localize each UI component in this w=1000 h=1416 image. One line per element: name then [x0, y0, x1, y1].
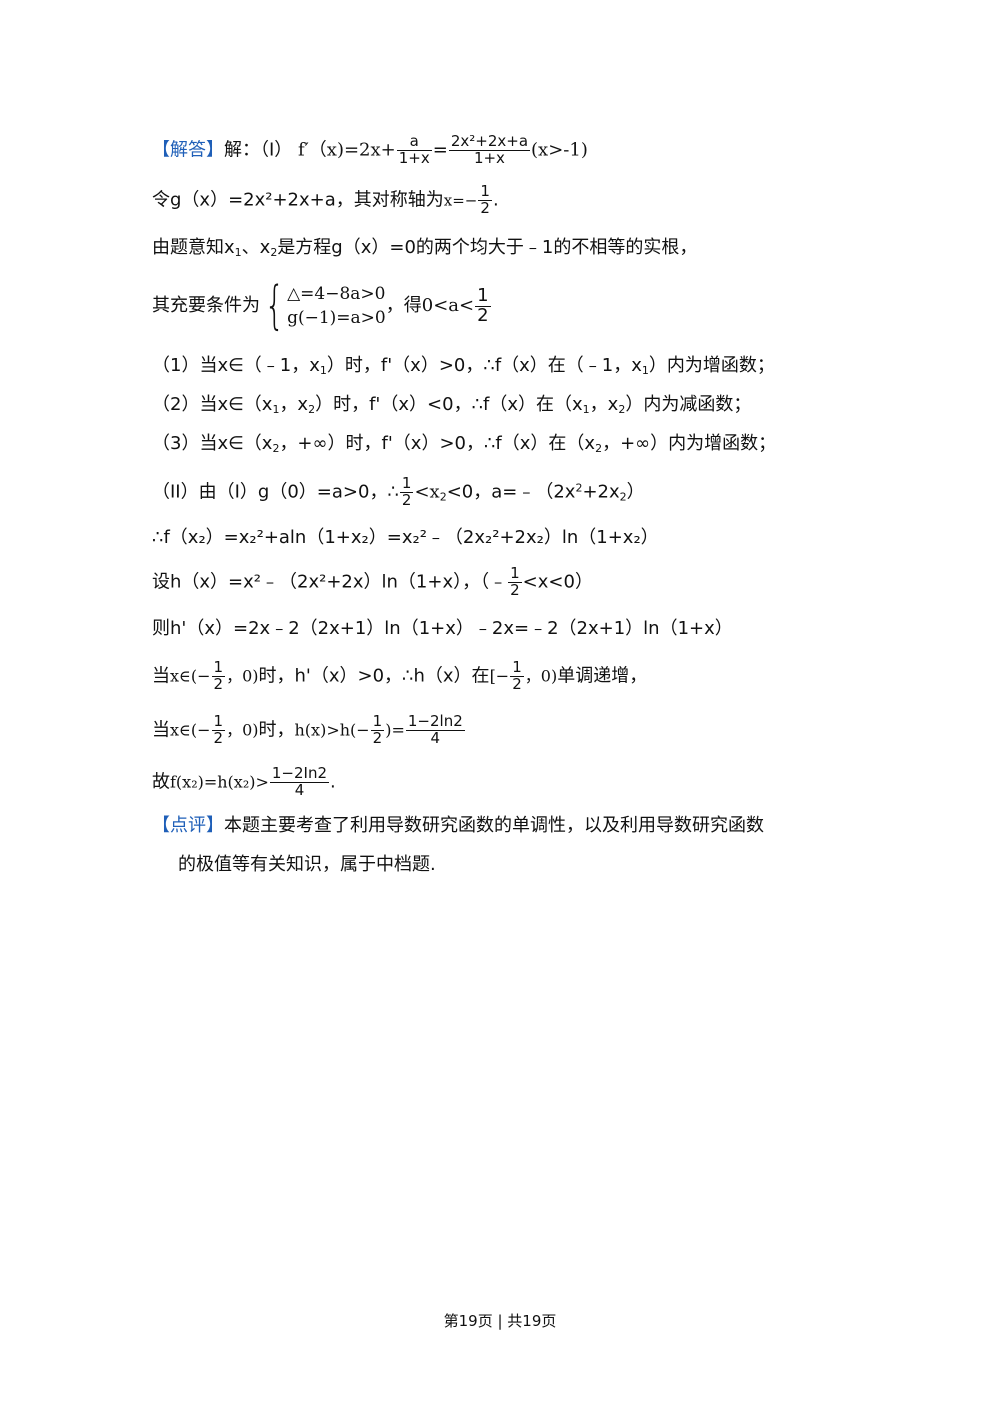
left-brace: {	[264, 276, 285, 336]
review-line-2: 的极值等有关知识，属于中档题.	[178, 854, 436, 875]
derivative-expr: f′（x)=2x+	[298, 139, 396, 161]
solution-line-3: 由题意知x1、x2是方程g（x）=0的两个均大于﹣1的不相等的实根，	[152, 237, 698, 259]
review-tag: 【点评】	[152, 815, 224, 836]
part-one-label: （I）	[260, 139, 293, 161]
review-line-1: 【点评】本题主要考查了利用导数研究函数的单调性，以及利用导数研究函数	[152, 815, 764, 836]
case-line-2: （2）当x∈（x1，x2）时，f'（x）<0，∴f（x）在（x1，x2）内为减函…	[152, 394, 752, 416]
h-derivative-line: 则h'（x）=2x﹣2（2x+1）ln（1+x）﹣2x=﹣2（2x+1）ln（1…	[152, 618, 733, 639]
case-line-3: （3）当x∈（x2，+∞）时，f'（x）>0，∴f（x）在（x2，+∞）内为增函…	[152, 433, 777, 455]
case-line-1: （1）当x∈（﹣1，x1）时，f'（x）>0，∴f（x）在（﹣1，x1）内为增函…	[152, 355, 775, 377]
solution-lead: 解：	[224, 139, 260, 161]
page-footer: 第19页 | 共19页	[443, 1312, 557, 1330]
domain-expr: (x>-1)	[531, 139, 588, 161]
f-x2-line: ∴f（x₂）=x₂²+aln（1+x₂）=x₂²﹣（2x₂²+2x₂）ln（1+…	[152, 527, 659, 548]
solution-tag: 【解答】	[152, 139, 224, 161]
